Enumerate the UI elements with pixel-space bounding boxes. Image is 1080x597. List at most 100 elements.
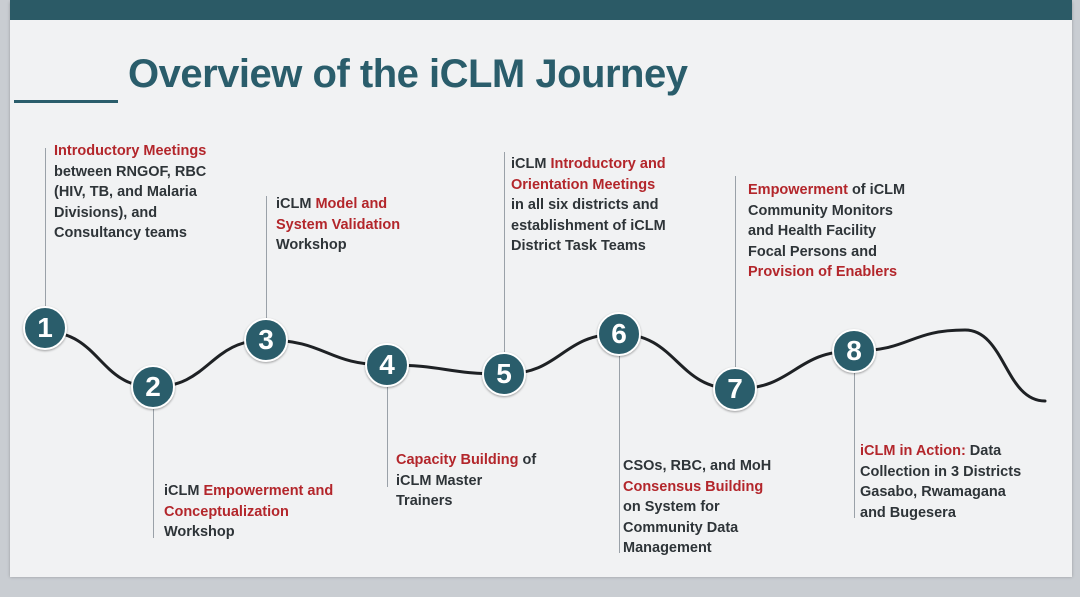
milestone-4-label-line: iCLM Master bbox=[396, 471, 536, 492]
milestone-7-label-line: Community Monitors bbox=[748, 201, 905, 222]
label-text: iCLM bbox=[511, 156, 551, 172]
label-text: Divisions), and bbox=[54, 204, 158, 221]
label-text: District Task Teams bbox=[511, 238, 646, 254]
highlighted-text: Consensus Building bbox=[623, 478, 764, 495]
label-text: Community Monitors bbox=[748, 202, 893, 219]
milestone-4-label-line: Capacity Building of bbox=[396, 450, 536, 471]
label-text: Consultancy teams bbox=[54, 225, 187, 241]
milestone-8-label-line: Gasabo, Rwamagana bbox=[860, 482, 1021, 503]
milestone-1-label-line: (HIV, TB, and Malaria bbox=[54, 182, 206, 203]
milestone-4-marker: 4 bbox=[365, 343, 409, 387]
milestone-7-label-line: Focal Persons and bbox=[748, 242, 905, 263]
milestone-1-label-line: Divisions), and bbox=[54, 203, 206, 224]
highlighted-text: Introductory and bbox=[550, 156, 666, 172]
milestone-8-marker: 8 bbox=[832, 329, 876, 373]
milestone-5-connector bbox=[503, 152, 505, 352]
milestone-1-label-line: between RNGOF, RBC bbox=[54, 162, 206, 183]
milestone-8-connector bbox=[853, 373, 855, 518]
label-text: CSOs, RBC, and MoH bbox=[623, 458, 772, 474]
label-text: and Health Facility bbox=[748, 223, 877, 239]
milestone-2-label-line: iCLM Empowerment and bbox=[164, 481, 333, 502]
milestone-6-label-line: CSOs, RBC, and MoH bbox=[623, 456, 771, 477]
milestone-5-label-line: iCLM Introductory and bbox=[511, 154, 666, 175]
milestone-4-connector bbox=[386, 387, 388, 487]
label-text: iCLM Master bbox=[396, 472, 483, 489]
milestone-1-label: Introductory Meetings between RNGOF, RBC (… bbox=[54, 141, 206, 244]
label-text: Collection in 3 Districts bbox=[860, 463, 1022, 480]
highlighted-text: Conceptualization bbox=[164, 503, 289, 520]
milestone-7-marker: 7 bbox=[713, 367, 757, 411]
milestone-1-connector bbox=[44, 148, 46, 306]
milestone-5-label-line: establishment of iCLM bbox=[511, 216, 666, 237]
label-text: Gasabo, Rwamagana bbox=[860, 484, 1006, 500]
milestone-6-marker: 6 bbox=[597, 312, 641, 356]
milestone-7-label-line: Empowerment of iCLM bbox=[748, 180, 905, 201]
milestone-4-label-line: Trainers bbox=[396, 491, 536, 512]
milestone-3-label-line: iCLM Model and bbox=[276, 194, 400, 215]
milestone-2-connector bbox=[152, 409, 154, 538]
milestone-6-label-line: Consensus Building bbox=[623, 477, 771, 498]
milestone-8-label-line: Collection in 3 Districts bbox=[860, 462, 1021, 483]
highlighted-text: Provision of Enablers bbox=[748, 264, 898, 280]
title-underline bbox=[14, 100, 118, 103]
label-text: and Bugesera bbox=[860, 504, 956, 521]
milestone-6-label-line: on System for bbox=[623, 497, 771, 518]
label-text: Trainers bbox=[396, 493, 453, 509]
label-text: Focal Persons and bbox=[748, 243, 877, 260]
label-text: (HIV, TB, and Malaria bbox=[54, 184, 197, 200]
highlighted-text: Capacity Building bbox=[396, 452, 519, 468]
highlighted-text: Orientation Meetings bbox=[511, 176, 656, 193]
milestone-1-label-line: Consultancy teams bbox=[54, 223, 206, 244]
label-text: on System for bbox=[623, 499, 720, 515]
milestone-3-marker: 3 bbox=[244, 318, 288, 362]
label-text: Management bbox=[623, 540, 712, 556]
milestone-3-connector bbox=[265, 196, 267, 318]
milestone-5-label-line: Orientation Meetings bbox=[511, 175, 666, 196]
label-text: iCLM bbox=[164, 483, 204, 499]
milestone-3-label-line: System Validation bbox=[276, 215, 400, 236]
label-text: Workshop bbox=[276, 237, 347, 253]
milestone-8-label-line: iCLM in Action: Data bbox=[860, 441, 1021, 462]
milestone-5-marker: 5 bbox=[482, 352, 526, 396]
label-text: establishment of iCLM bbox=[511, 217, 666, 234]
milestone-2-label-line: Workshop bbox=[164, 522, 333, 543]
milestone-8-label-line: and Bugesera bbox=[860, 503, 1021, 524]
slide-header-bar bbox=[10, 0, 1072, 20]
milestone-6-label: CSOs, RBC, and MoH Consensus Building on S… bbox=[623, 456, 771, 559]
highlighted-text: System Validation bbox=[276, 216, 401, 233]
milestone-5-label-line: in all six districts and bbox=[511, 195, 666, 216]
milestone-2-marker: 2 bbox=[131, 365, 175, 409]
milestone-6-connector bbox=[618, 356, 620, 553]
milestone-2-label-line: Conceptualization bbox=[164, 502, 333, 523]
highlighted-text: iCLM in Action: bbox=[860, 443, 966, 459]
milestone-1-marker: 1 bbox=[23, 306, 67, 350]
label-text: between RNGOF, RBC bbox=[54, 163, 207, 180]
label-text: Data bbox=[965, 443, 1002, 459]
slide-title: Overview of the iCLM Journey bbox=[128, 52, 688, 96]
label-text: Community Data bbox=[623, 519, 739, 536]
milestone-7-label-line: Provision of Enablers bbox=[748, 262, 905, 283]
milestone-3-label-line: Workshop bbox=[276, 235, 400, 256]
milestone-5-label-line: District Task Teams bbox=[511, 236, 666, 257]
milestone-7-connector bbox=[734, 176, 736, 367]
label-text: of bbox=[518, 452, 537, 468]
label-text: Workshop bbox=[164, 524, 235, 540]
highlighted-text: Empowerment and bbox=[203, 483, 334, 499]
highlighted-text: Empowerment bbox=[748, 182, 848, 198]
label-text: of iCLM bbox=[847, 182, 906, 198]
label-text: iCLM bbox=[276, 196, 316, 212]
slide bbox=[10, 2, 1072, 577]
milestone-6-label-line: Management bbox=[623, 538, 771, 559]
milestone-1-label-line: Introductory Meetings bbox=[54, 141, 206, 162]
highlighted-text: Introductory Meetings bbox=[54, 143, 207, 159]
highlighted-text: Model and bbox=[315, 196, 388, 212]
milestone-7-label-line: and Health Facility bbox=[748, 221, 905, 242]
